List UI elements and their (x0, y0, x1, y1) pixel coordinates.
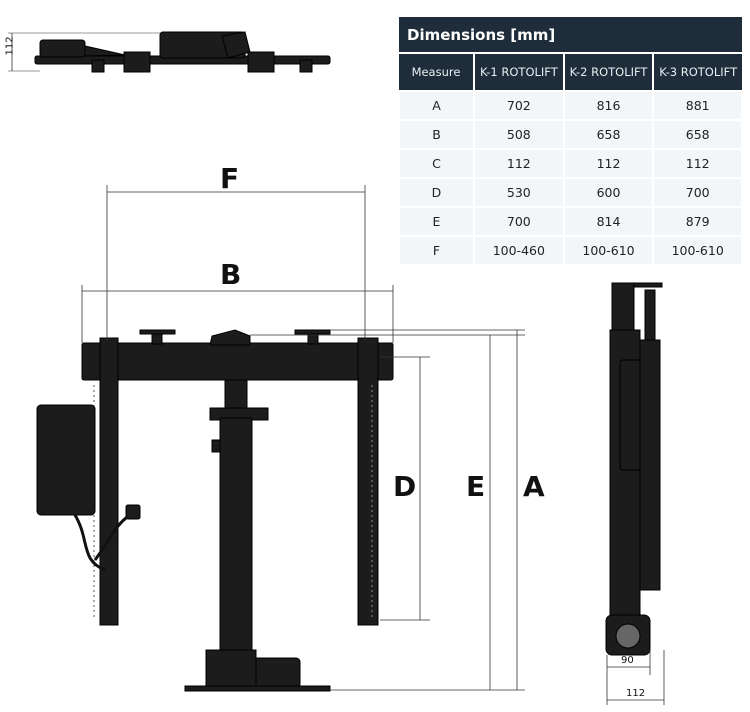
value-cell: 702 (473, 90, 565, 121)
value-cell: 100-610 (562, 235, 655, 266)
value-cell: 700 (652, 177, 743, 208)
measure-cell: A (398, 90, 475, 121)
column-header-k1: K-1 ROTOLIFT (473, 53, 564, 91)
value-cell: 112 (473, 148, 565, 179)
dimension-label-f: F (220, 162, 240, 195)
value-cell: 112 (652, 148, 743, 179)
table-title: Dimensions [mm] (399, 17, 742, 54)
value-cell: 881 (652, 90, 743, 121)
value-cell: 600 (562, 177, 655, 208)
measure-cell: C (398, 148, 475, 179)
column-header-k3: K-3 ROTOLIFT (652, 53, 742, 91)
measure-cell: F (398, 235, 475, 266)
value-cell: 658 (562, 119, 655, 150)
side-view-outer-width-label: 112 (626, 688, 646, 699)
side-view-dimension-lines (606, 650, 665, 705)
measure-cell: B (398, 119, 475, 150)
value-cell: 814 (562, 206, 655, 237)
measure-cell: D (398, 177, 475, 208)
top-view-drawing (8, 31, 331, 73)
dimension-label-b: B (220, 258, 242, 291)
top-view-height-label: 112 (4, 36, 16, 56)
front-view-drawing (36, 329, 394, 692)
dimension-label-e: E (466, 470, 486, 503)
value-cell: 508 (473, 119, 565, 150)
side-view-drawing (605, 282, 663, 656)
value-cell: 100-610 (652, 235, 743, 266)
side-view-inner-width-label: 90 (621, 655, 634, 666)
measure-cell: E (398, 206, 475, 237)
value-cell: 112 (562, 148, 655, 179)
value-cell: 658 (652, 119, 743, 150)
dimension-label-a: A (523, 470, 545, 503)
column-header-measure: Measure (399, 53, 474, 91)
dimension-label-d: D (393, 470, 417, 503)
value-cell: 100-460 (473, 235, 565, 266)
dimension-lines (81, 185, 525, 691)
value-cell: 700 (473, 206, 565, 237)
column-header-k2: K-2 ROTOLIFT (562, 53, 654, 91)
dimensions-table: Dimensions [mm] Measure K-1 ROTOLIFT K-2… (398, 17, 743, 266)
value-cell: 879 (652, 206, 743, 237)
value-cell: 530 (473, 177, 565, 208)
value-cell: 816 (562, 90, 655, 121)
